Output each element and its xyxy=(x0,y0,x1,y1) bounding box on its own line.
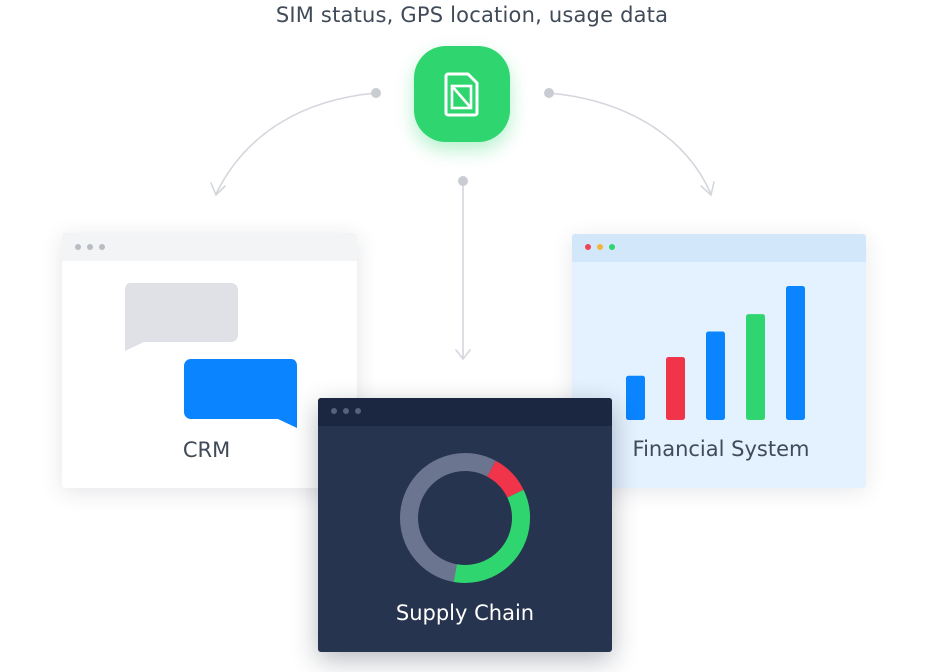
chat-bubble-incoming-icon xyxy=(125,283,238,351)
supply-chain-window: Supply Chain xyxy=(318,398,612,652)
crm-window-controls xyxy=(75,244,105,250)
financial-bar xyxy=(626,375,645,420)
window-dot-yellow xyxy=(597,244,603,250)
crm-window-titlebar xyxy=(62,233,357,261)
financial-bar-graphic xyxy=(626,286,805,420)
financial-bar xyxy=(746,314,765,420)
connector-left-start-dot xyxy=(371,88,381,98)
financial-bar xyxy=(706,331,725,420)
donut-segment xyxy=(400,453,530,583)
window-dot-green xyxy=(609,244,615,250)
supply-chain-label: Supply Chain xyxy=(395,601,535,625)
financial-bar xyxy=(786,286,805,420)
window-dot xyxy=(331,408,337,414)
sim-card-icon xyxy=(444,72,479,117)
headline: SIM status, GPS location, usage data xyxy=(275,3,669,27)
chat-bubble-outgoing-icon xyxy=(184,359,297,428)
connector-right-arrowhead xyxy=(700,181,715,197)
financial-window-controls xyxy=(585,244,615,250)
window-dot xyxy=(355,408,361,414)
connector-right xyxy=(548,92,712,195)
window-dot xyxy=(99,244,105,250)
crm-label: CRM xyxy=(182,438,231,462)
window-dot-red xyxy=(585,244,591,250)
window-dot xyxy=(87,244,93,250)
financial-system-label: Financial System xyxy=(632,437,810,461)
financial-bar xyxy=(666,357,685,420)
crm-window: CRM xyxy=(62,233,357,488)
connector-center-arrowhead xyxy=(455,349,471,361)
supply-chain-donut-graphic xyxy=(400,453,530,583)
connector-left-arrowhead xyxy=(210,182,226,197)
connector-center-start-dot xyxy=(458,176,468,186)
connector-right-start-dot xyxy=(544,88,554,98)
sim-hub-badge xyxy=(414,46,510,142)
window-dot xyxy=(75,244,81,250)
connector-left xyxy=(215,92,377,195)
supply-chain-window-controls xyxy=(331,408,361,414)
financial-window-titlebar xyxy=(572,234,866,262)
supply-chain-window-titlebar xyxy=(318,398,612,426)
window-dot xyxy=(343,408,349,414)
financial-system-window: Financial System xyxy=(572,234,866,488)
